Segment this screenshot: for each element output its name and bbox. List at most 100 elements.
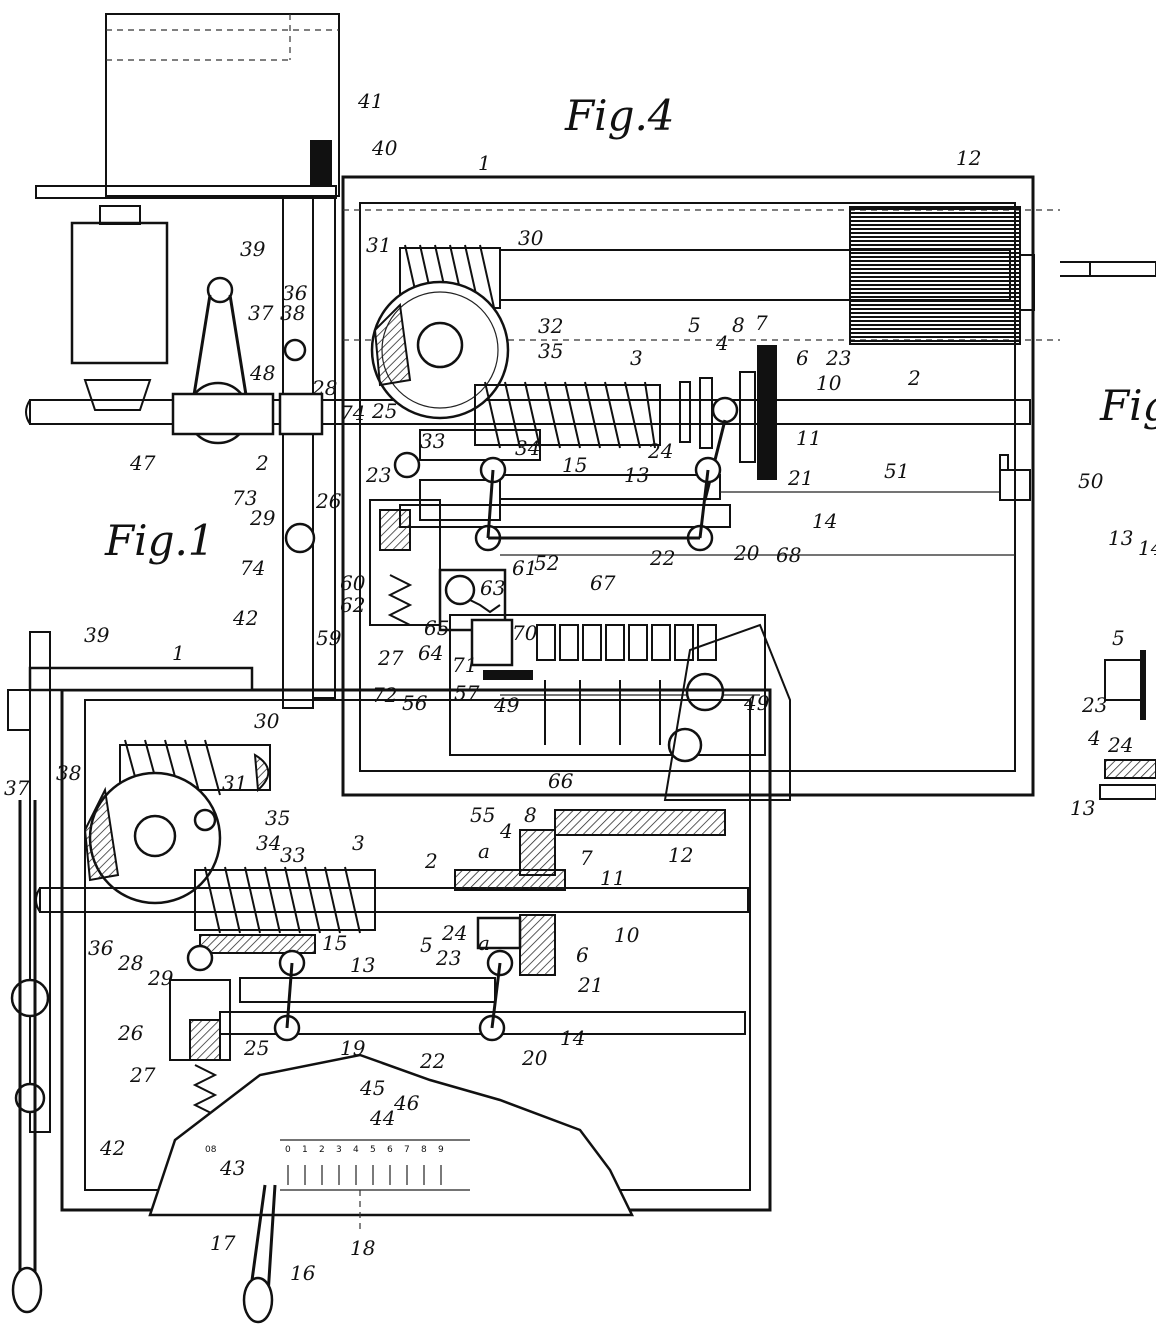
ref-numeral: 24 [1107,733,1133,757]
ref-numeral: 51 [884,459,909,483]
ref-numeral: 74 [340,401,365,425]
ref-numeral: 18 [350,1236,375,1260]
levers-top [393,451,1031,556]
scale-tick-8: 8 [421,1145,427,1155]
ref-numeral: 6 [576,943,589,967]
ref-numeral: 7 [580,846,593,870]
ref-numeral: 31 [222,771,247,795]
ref-numeral: 57 [454,681,480,705]
ref-numeral: 17 [210,1231,236,1255]
scale-tick-7: 7 [404,1145,410,1155]
ref-numeral: a [478,839,490,863]
ref-numeral: 13 [1070,796,1095,820]
ref-numeral: 13 [1108,526,1133,550]
ref-numeral: 5 [688,313,701,337]
ref-numeral: 55 [470,803,495,827]
ref-numeral: 14 [1138,536,1156,560]
ref-numeral: 24 [441,921,467,945]
ref-numeral: 3 [630,346,643,370]
ref-numeral: 49 [493,693,520,717]
ref-numeral: 42 [99,1136,125,1160]
ref-numeral: 64 [418,641,443,665]
ref-numeral: 25 [243,1036,269,1060]
ref-numeral: 11 [796,426,821,450]
drum-12 [849,206,1035,345]
ref-numeral: 7 [755,311,768,335]
ref-numeral: 46 [393,1091,420,1115]
ref-numeral: 19 [340,1036,366,1060]
scale-tick-5: 5 [370,1145,376,1155]
ref-numeral: 23 [1081,693,1107,717]
ref-numeral: 39 [240,237,266,261]
ref-numeral: 66 [548,769,574,793]
ref-numeral: 8 [524,803,537,827]
ref-numeral: 68 [776,543,801,567]
ref-numeral: 2 [255,451,269,475]
ref-numeral: 22 [419,1049,445,1073]
figure-title-fig4: Fig.4 [564,91,675,140]
ref-numeral: 36 [282,281,308,305]
ref-numeral: 67 [590,571,616,595]
ref-numeral: 4 [715,331,729,355]
ref-numeral: 56 [402,691,428,715]
scale-tick-9: 9 [438,1145,444,1155]
ref-numeral: 44 [369,1106,395,1130]
ref-numeral: 60 [340,571,366,595]
ref-numeral: 28 [117,951,143,975]
ref-numeral: 26 [117,1021,144,1045]
ref-numeral: 3 [352,831,365,855]
ref-numeral: 10 [614,923,640,947]
ref-numeral: 4 [499,819,513,843]
ref-numeral: 70 [512,621,538,645]
clutch-bottom [454,809,726,977]
ref-numeral: 20 [733,541,760,565]
ref-numeral: 34 [256,831,281,855]
left-column [70,197,336,709]
ref-numeral: 74 [240,556,265,580]
ref-numeral: 35 [265,806,290,830]
ref-numeral: 11 [600,866,625,890]
ref-numeral: 59 [316,626,342,650]
ref-numeral: 13 [350,953,375,977]
ref-numeral: 12 [668,843,693,867]
ref-numeral: 38 [56,761,81,785]
ref-numeral: 8 [732,313,745,337]
ref-numeral: 29 [249,506,276,530]
ref-numeral: 25 [371,399,397,423]
ref-numeral: 41 [357,89,383,113]
ref-numeral: 23 [435,946,461,970]
ref-numeral: 40 [371,136,398,160]
ref-numeral: 12 [956,146,981,170]
ref-numeral: 2 [907,366,921,390]
ref-numeral: 42 [232,606,258,630]
ref-numeral: 63 [480,576,505,600]
ref-numeral: 32 [538,314,563,338]
scale-tick-6: 6 [387,1145,393,1155]
scale-tick-4: 4 [353,1145,359,1155]
ref-numeral: 21 [787,466,813,490]
ref-numeral: 47 [129,451,156,475]
scale-section [148,1053,635,1324]
ref-numeral: 15 [322,931,347,955]
ref-numeral: 14 [812,509,837,533]
ref-numeral: 30 [254,709,280,733]
ref-numeral: 27 [377,646,404,670]
ref-numeral: 45 [359,1076,385,1100]
ref-numeral: 16 [290,1261,316,1285]
reference-numerals: 1 41 40 12 30 31 39 36 38 3 7 32 35 3 5 8… [4,89,1156,1285]
ref-numeral: 26 [315,489,342,513]
ref-numeral: 48 [249,361,275,385]
ref-numeral: 38 [280,301,305,325]
ref-numeral: 36 [88,936,114,960]
ref-numeral: 4 [1087,726,1101,750]
scale-zero-mark: 08 [205,1145,217,1155]
ref-numeral: 28 [311,376,337,400]
ref-numeral: 1 [172,641,185,665]
right-partial-figure [1060,261,1156,800]
ref-numeral: 22 [649,546,675,570]
ref-numeral: 24 [647,439,673,463]
shaft-2-top [25,392,1031,436]
gear-wheel-35-bottom [83,771,222,905]
ref-numeral: 50 [1078,469,1104,493]
